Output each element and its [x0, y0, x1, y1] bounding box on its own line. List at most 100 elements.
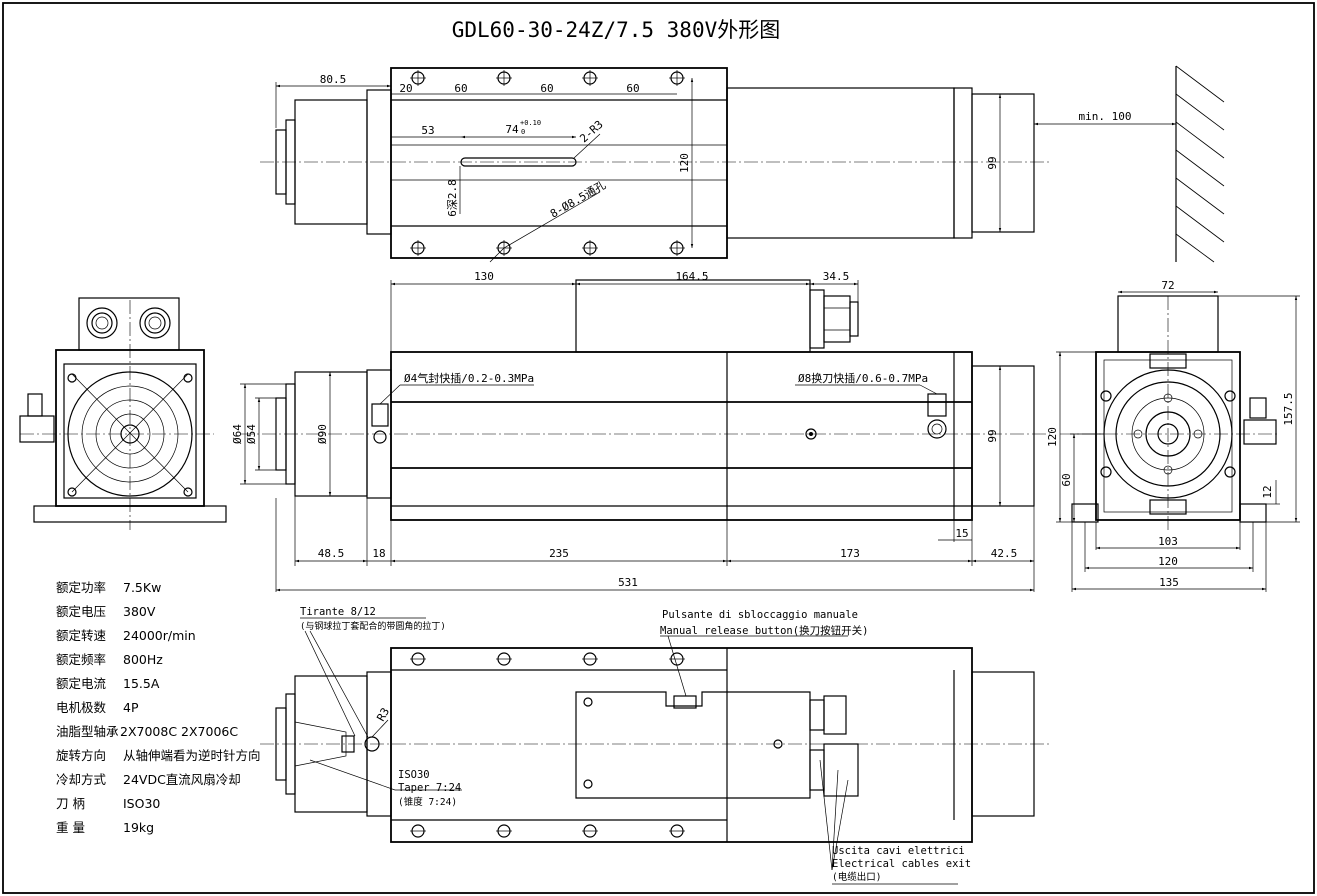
spec-label: 刀 柄 [56, 796, 85, 811]
dim-6-depth: 6深2.8 [446, 179, 459, 217]
bottom-mounting-holes [410, 652, 685, 838]
dim-34-5: 34.5 [823, 270, 850, 283]
dim-dia-90: Ø90 [316, 424, 329, 444]
tirante-label: Tirante 8/12 [300, 606, 376, 618]
dim-103: 103 [1158, 535, 1178, 548]
end-air-fitting [1249, 397, 1267, 419]
dim-173: 173 [840, 547, 860, 560]
air-fitting-right [927, 393, 947, 439]
manual-release-button [673, 695, 697, 709]
dim-74-tol-lower: 0 [521, 128, 525, 136]
dim-12: 12 [1261, 485, 1274, 498]
manual-release-label: Manual release button(换刀按钮开关) [660, 624, 868, 637]
dim-157-5: 157.5 [1282, 392, 1295, 425]
dim-15: 15 [955, 527, 968, 540]
top-rear-cap [971, 93, 1035, 233]
top-mounting-holes [410, 70, 685, 256]
dim-72: 72 [1161, 279, 1174, 292]
spec-table: 额定功率 7.5Kw 额定电压 380V 额定转速 24000r/min 额定频率 800Hz… [56, 580, 261, 835]
air-fitting-left [371, 403, 389, 444]
dim-60-a: 60 [454, 82, 467, 95]
dim-164-5: 164.5 [675, 270, 708, 283]
dim-74-tol-upper: +0.10 [520, 119, 541, 127]
spec-label: 额定功率 [56, 580, 106, 595]
tirante-cn-label: (与钢球拉丁套配合的带圆角的拉丁) [300, 620, 446, 632]
fan-air-fitting [19, 415, 55, 443]
spec-label: 电机极数 [56, 700, 107, 715]
bottom-cable-glands [809, 695, 859, 797]
dim-48-5: 48.5 [318, 547, 345, 560]
dim-135: 135 [1159, 576, 1179, 589]
spec-label: 冷却方式 [56, 772, 107, 787]
wall-hatch [1175, 65, 1225, 263]
spec-value: 24000r/min [123, 628, 196, 643]
spec-label: 额定转速 [56, 628, 107, 643]
hole-callout: 8-Ø8.5通孔 [548, 178, 608, 220]
dim-42-5: 42.5 [991, 547, 1018, 560]
r3-label: R3 [374, 706, 392, 724]
bottom-junction-box [575, 691, 811, 799]
iso30-label: ISO30 [398, 769, 430, 781]
dim-99-top: 99 [986, 156, 999, 169]
dim-60-b: 60 [540, 82, 553, 95]
side-junction-box [575, 279, 811, 353]
pulsante-label: Pulsante di sbloccaggio manuale [662, 609, 858, 621]
spec-value: 4P [123, 700, 139, 715]
spec-label: 额定电流 [56, 676, 107, 691]
fan-junction-box [78, 297, 180, 351]
spec-value: 380V [123, 604, 156, 619]
taper-label: Taper 7:24 [398, 782, 461, 794]
spec-label: 额定电压 [56, 604, 106, 619]
cables-exit-label: Electrical cables exit [832, 858, 971, 870]
taper-cn-label: (锥度 7:24) [398, 796, 457, 808]
dim-60: 60 [1060, 473, 1073, 486]
side-rear-cap [971, 365, 1035, 507]
spec-value: ISO30 [123, 796, 160, 811]
bottom-view: Tirante 8/12 (与钢球拉丁套配合的带圆角的拉丁) R3 Pulsan… [260, 606, 1050, 885]
spec-value: 15.5A [123, 676, 160, 691]
dim-74: 74 [505, 123, 519, 136]
air-right-label: Ø8换刀快插/0.6-0.7MPa [798, 371, 928, 385]
dim-235: 235 [549, 547, 569, 560]
dim-18: 18 [372, 547, 385, 560]
bottom-main-body [390, 647, 973, 843]
cables-cn-label: (电缆出口) [832, 871, 881, 883]
spec-value: 24VDC直流风扇冷却 [123, 772, 241, 787]
bottom-rear-cap [971, 671, 1035, 817]
dim-120-w: 120 [1158, 555, 1178, 568]
dim-20: 20 [399, 82, 412, 95]
top-view: 80.5 20 60 60 60 120 99 min. 100 53 74 +… [260, 65, 1225, 263]
dim-80-5: 80.5 [320, 73, 347, 86]
dim-99-side: 99 [986, 429, 999, 442]
uscita-label: Uscita cavi elettrici [832, 845, 965, 857]
dim-130: 130 [474, 270, 494, 283]
top-main-body [390, 67, 728, 259]
side-view: Ø4气封快插/0.2-0.3MPa Ø8换刀快插/0.6-0.7MPa 130 … [231, 270, 1050, 592]
top-slot [460, 157, 577, 167]
drawing-title: GDL60-30-24Z/7.5 380V外形图 [452, 18, 781, 42]
dim-53: 53 [421, 124, 434, 137]
spec-value: 2X7008C 2X7006C [120, 724, 238, 739]
dim-dia-54: Ø54 [245, 424, 258, 444]
spec-label: 重 量 [56, 820, 85, 835]
dim-clearance: min. 100 [1079, 110, 1132, 123]
dim-60-c: 60 [626, 82, 639, 95]
spec-value: 800Hz [123, 652, 163, 667]
dim-120-end: 120 [1046, 427, 1059, 447]
end-view: 72 157.5 120 60 12 103 120 135 [1046, 279, 1300, 592]
side-grease-point [805, 428, 817, 440]
fan-view [19, 297, 227, 530]
spec-label: 油脂型轴承 [56, 724, 119, 739]
spec-value: 从轴伸端看为逆时针方向 [123, 748, 261, 763]
spec-label: 额定频率 [56, 652, 106, 667]
side-cable-gland [809, 289, 859, 349]
dim-dia-64: Ø64 [231, 424, 244, 444]
spec-value: 7.5Kw [123, 580, 161, 595]
spec-value: 19kg [123, 820, 154, 835]
dim-531: 531 [618, 576, 638, 589]
dim-120: 120 [678, 153, 691, 173]
air-left-label: Ø4气封快插/0.2-0.3MPa [404, 371, 534, 385]
